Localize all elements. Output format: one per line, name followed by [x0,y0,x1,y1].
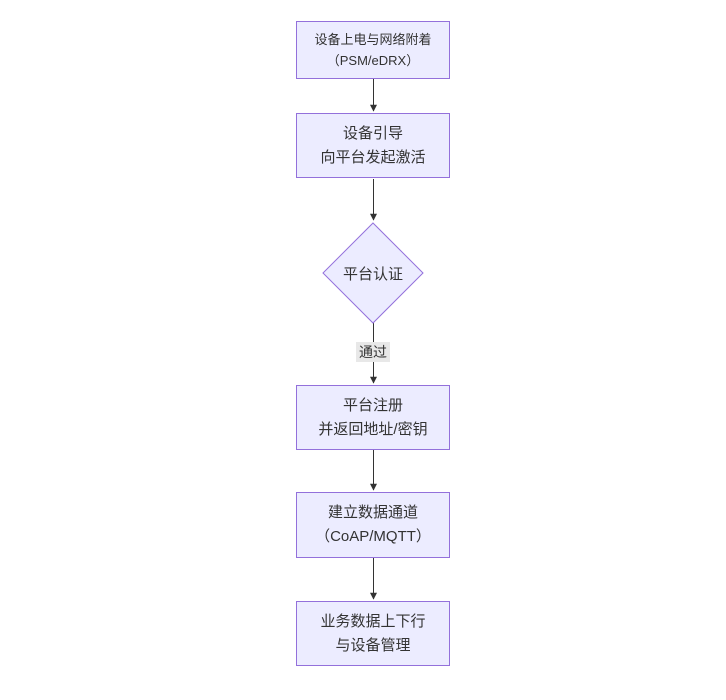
node-data-channel: 建立数据通道 （CoAP/MQTT） [296,492,450,558]
node-label: 设备上电与网络附着 （PSM/eDRX） [314,32,432,68]
node-network-attach: 设备上电与网络附着 （PSM/eDRX） [296,21,450,79]
node-label: 设备引导 向平台发起激活 [320,124,426,166]
decision-diamond-shape [322,222,424,324]
node-platform-register: 平台注册 并返回地址/密钥 [296,385,450,450]
node-label: 建立数据通道 （CoAP/MQTT） [315,504,431,545]
node-label: 平台注册 并返回地址/密钥 [318,396,428,438]
node-device-bootstrap: 设备引导 向平台发起激活 [296,113,450,178]
edge-label-pass: 通过 [356,342,390,362]
node-label: 业务数据上下行 与设备管理 [320,612,426,654]
node-service-data: 业务数据上下行 与设备管理 [296,601,450,666]
